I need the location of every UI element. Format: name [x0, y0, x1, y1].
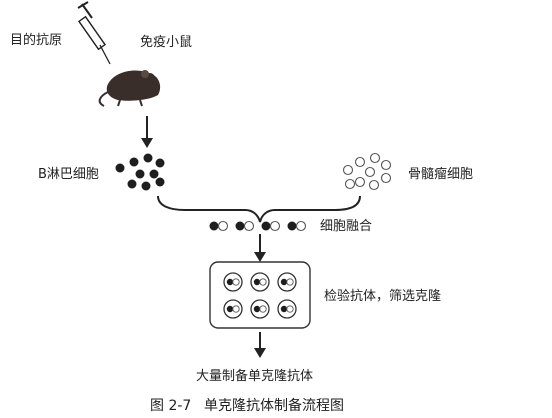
arrow-plate-to-mass — [254, 332, 266, 358]
fused-cell — [209, 220, 229, 232]
culture-plate — [209, 261, 311, 329]
fused-cell — [235, 220, 255, 232]
mouse-icon — [98, 70, 161, 107]
antigen-label: 目的抗原 — [10, 32, 62, 48]
myeloma-label: 骨髓瘤细胞 — [408, 166, 473, 182]
screen-label: 检验抗体，筛选克隆 — [324, 288, 441, 304]
plate-well — [223, 272, 243, 292]
fused-cell — [261, 220, 281, 232]
mouse-label: 免疫小鼠 — [140, 34, 192, 50]
b-cells-cluster — [115, 153, 165, 191]
plate-well — [250, 272, 270, 292]
merge-brace — [157, 195, 361, 223]
plate-well — [277, 299, 297, 319]
plate-well — [223, 299, 243, 319]
fused-cell — [287, 220, 307, 232]
arrow-fusion-to-plate — [254, 234, 266, 262]
fused-cells-row — [209, 220, 307, 232]
myeloma-cells-cluster — [342, 152, 392, 191]
b-cells-label: B淋巴细胞 — [38, 167, 99, 182]
plate-well — [277, 272, 297, 292]
plate-well — [250, 299, 270, 319]
caption-number: 图 2-7 — [150, 398, 191, 414]
arrow-mouse-to-bcells — [141, 116, 153, 148]
syringe-icon — [77, 1, 111, 65]
fusion-label: 细胞融合 — [320, 219, 372, 234]
caption-title: 单克隆抗体制备流程图 — [204, 397, 344, 414]
mass-production-label: 大量制备单克隆抗体 — [196, 368, 313, 384]
